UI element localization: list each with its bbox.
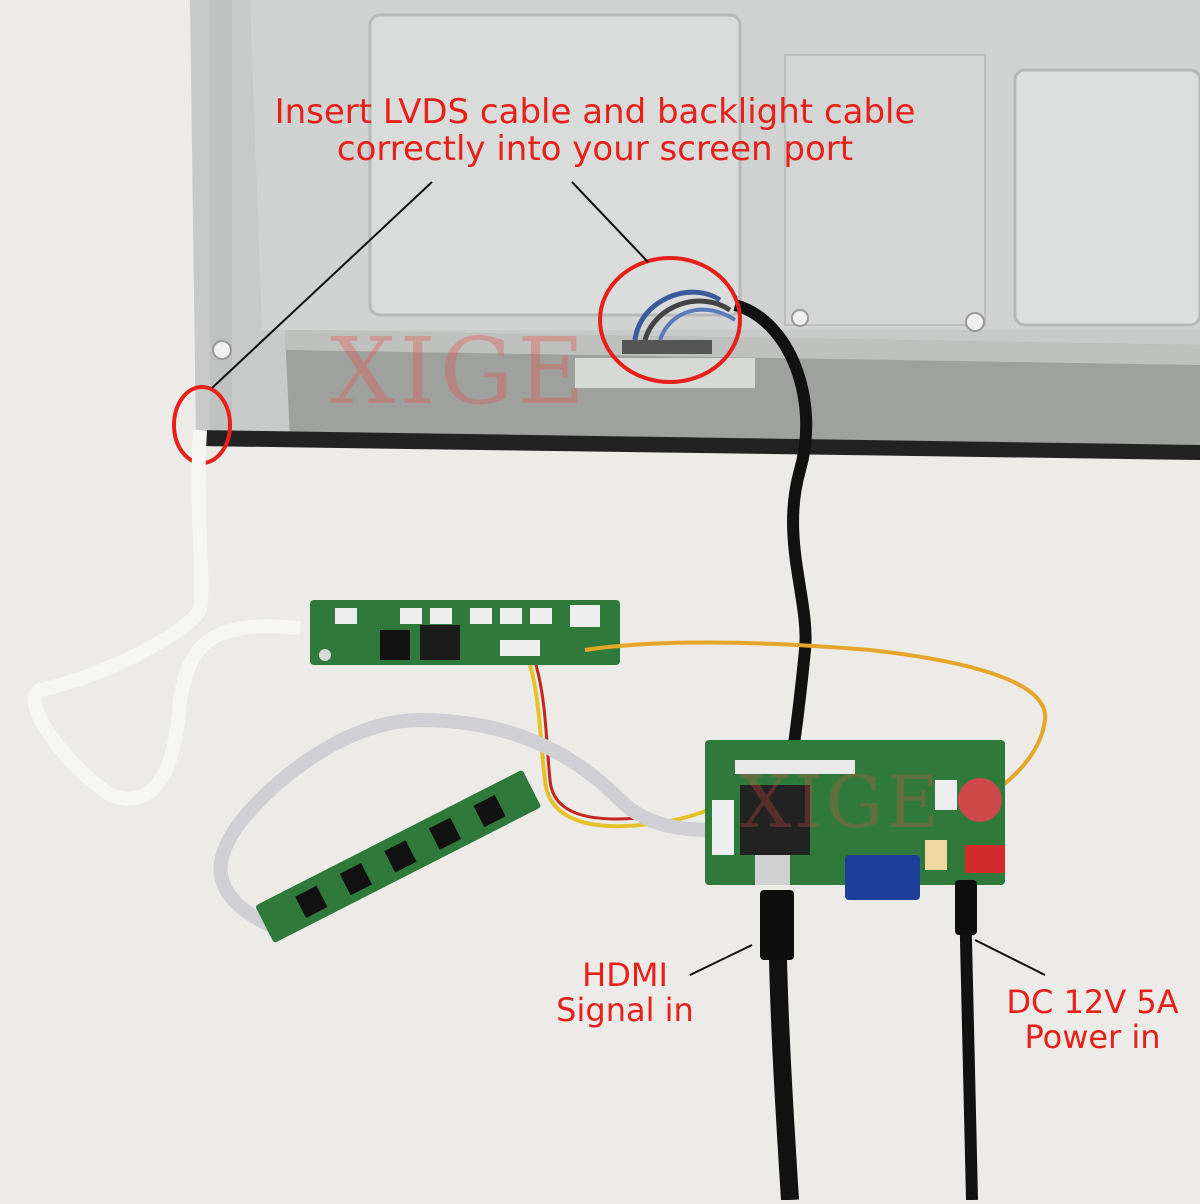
- lvds-callout-circle: [598, 256, 742, 384]
- lcd-panel: [190, 0, 1200, 460]
- hdmi-cable: [766, 899, 799, 1201]
- callout-line-left: [211, 181, 433, 389]
- backlight-flex-cable: [27, 429, 301, 806]
- keypad-ribbon: [213, 712, 721, 937]
- power-label: DC 12V 5A Power in: [985, 983, 1200, 1057]
- hdmi-label-line2: Signal in: [556, 991, 694, 1030]
- lvds-instruction-line2: correctly into your screen port: [336, 129, 854, 170]
- power-label-line1: DC 12V 5A: [1006, 983, 1179, 1021]
- power-callout-line: [974, 939, 1046, 976]
- lvds-connector: [622, 289, 737, 354]
- inverter-board: [310, 600, 620, 665]
- power-label-line2: Power in: [1024, 1018, 1161, 1057]
- keypad-board: [256, 770, 541, 943]
- power-cable: [959, 879, 978, 1201]
- lvds-instruction-text: Insert LVDS cable and backlight cable co…: [0, 92, 1190, 170]
- watermark: XIGE: [330, 318, 589, 425]
- lvds-instruction-line1: Insert LVDS cable and backlight cable: [274, 92, 916, 132]
- hdmi-label: HDMI Signal in: [540, 956, 710, 1030]
- lvds-cable: [733, 299, 813, 771]
- hdmi-label-line1: HDMI: [582, 956, 668, 994]
- watermark-board: XIGE: [740, 760, 942, 844]
- callout-line-right: [571, 181, 649, 263]
- driver-board: [705, 740, 1005, 900]
- hdmi-callout-line: [689, 944, 753, 976]
